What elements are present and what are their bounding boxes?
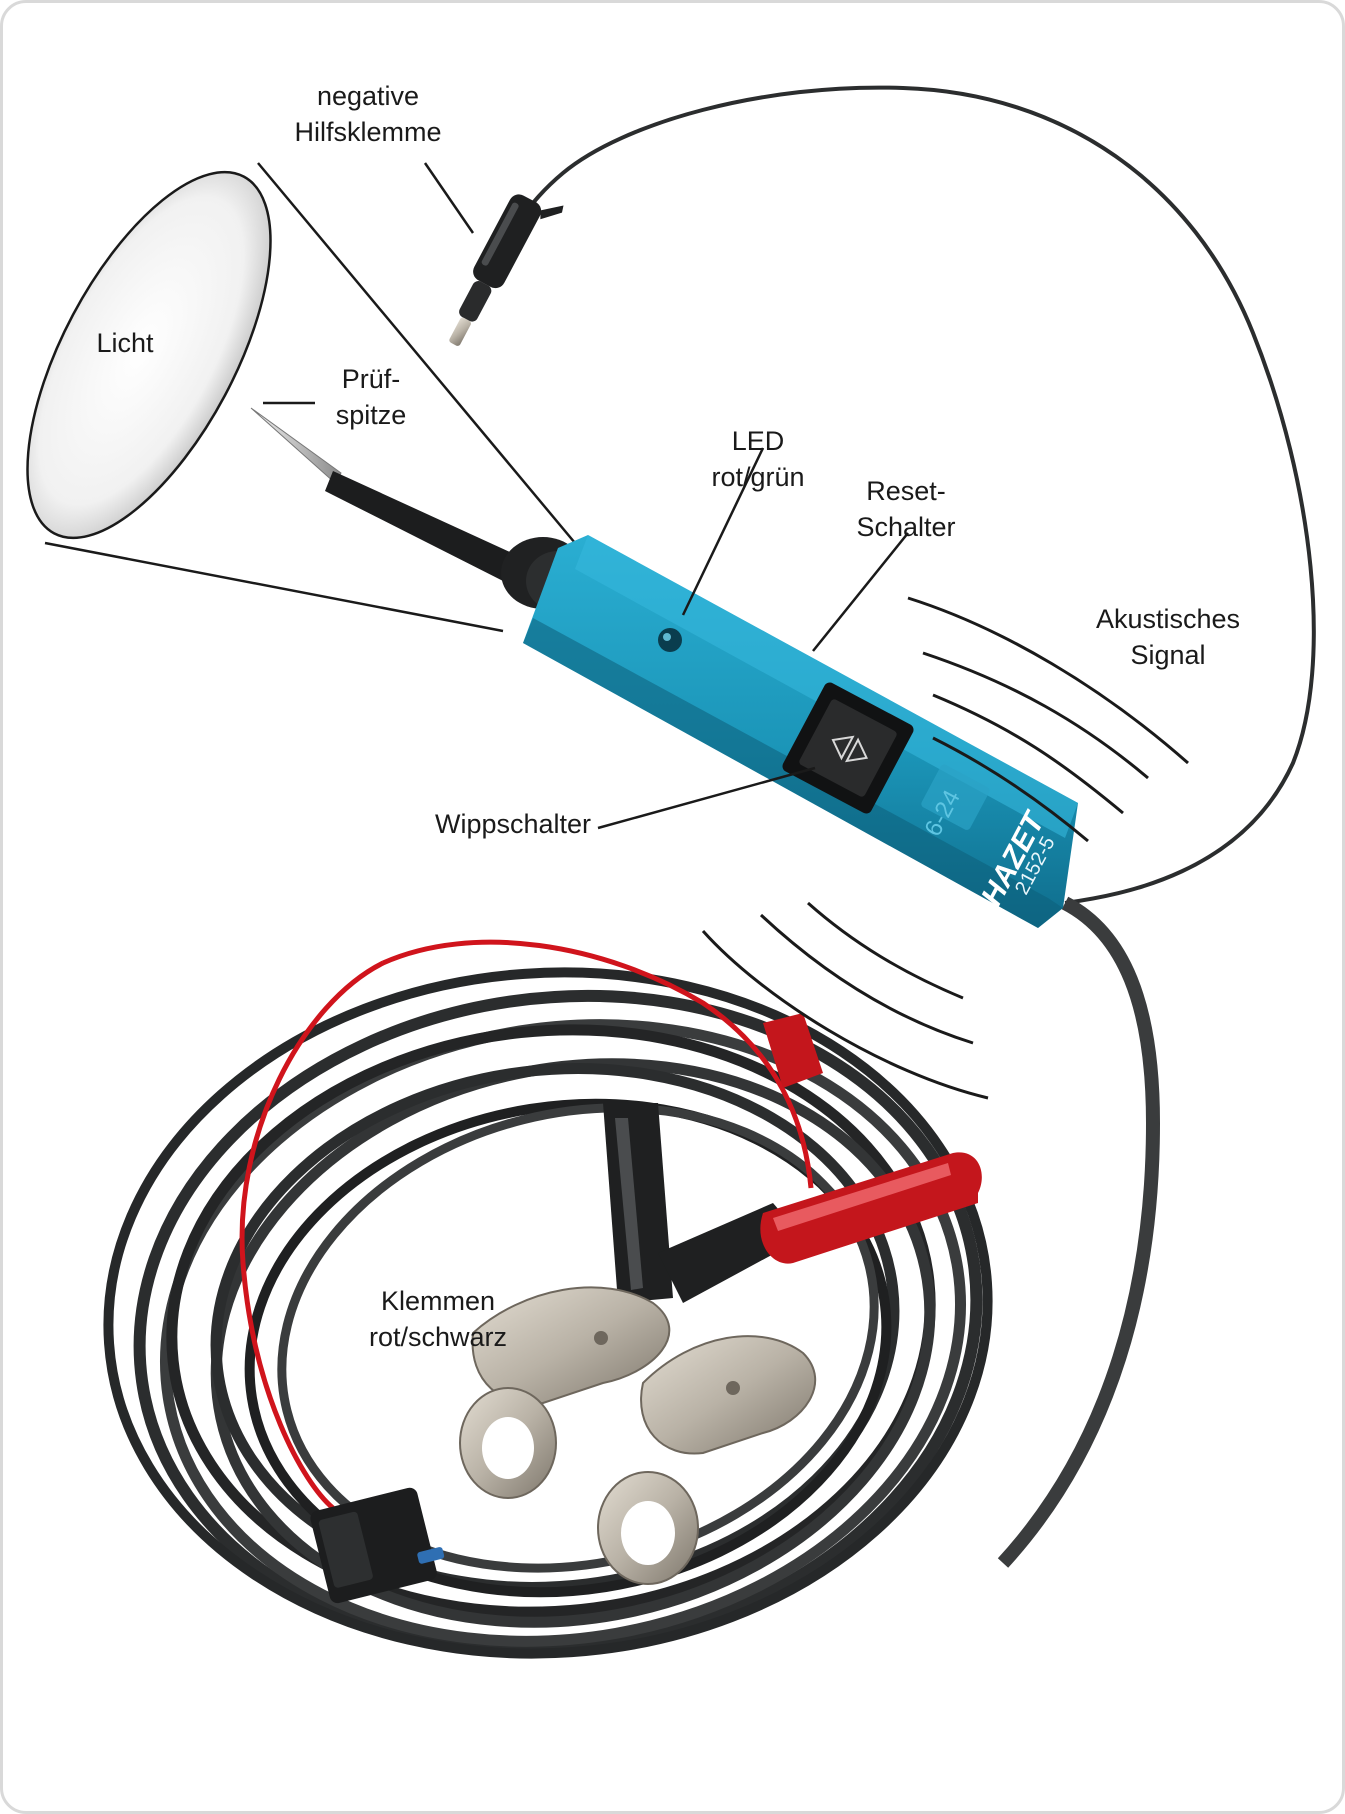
- red-wire: [239, 939, 814, 1510]
- auxiliary-cable: [513, 85, 1316, 905]
- label-acoustic-signal: Akustisches Signal: [1095, 604, 1241, 670]
- connector-block: [310, 1487, 445, 1604]
- device-illustration: 6-24 HAZET 2152-5: [26, 85, 1316, 1659]
- label-led: LED rot/grün: [711, 426, 805, 492]
- label-negative-clamp: negative Hilfsklemme: [294, 81, 442, 147]
- negative-clamp-icon: [449, 194, 564, 346]
- pointer-lines: [263, 162, 909, 830]
- label-probe-tip: Prüf- spitze: [335, 364, 407, 430]
- label-clamps: Klemmen rot/schwarz: [368, 1286, 508, 1352]
- cable-coil: [103, 967, 993, 1659]
- sound-wave-icon: [701, 596, 1189, 1100]
- label-reset-switch: Reset- Schalter: [856, 476, 956, 542]
- label-light: Licht: [96, 328, 154, 358]
- tester-body: 6-24 HAZET 2152-5: [523, 535, 1078, 928]
- main-cable: [997, 896, 1161, 1568]
- rocker-switch-icon: [782, 682, 914, 814]
- light-cone-icon: [26, 162, 576, 633]
- probe-tip-icon: [250, 407, 590, 611]
- red-clamp-icon: [597, 1013, 982, 1585]
- label-rocker-switch: Wippschalter: [434, 809, 592, 839]
- led-indicator-icon: [658, 628, 682, 652]
